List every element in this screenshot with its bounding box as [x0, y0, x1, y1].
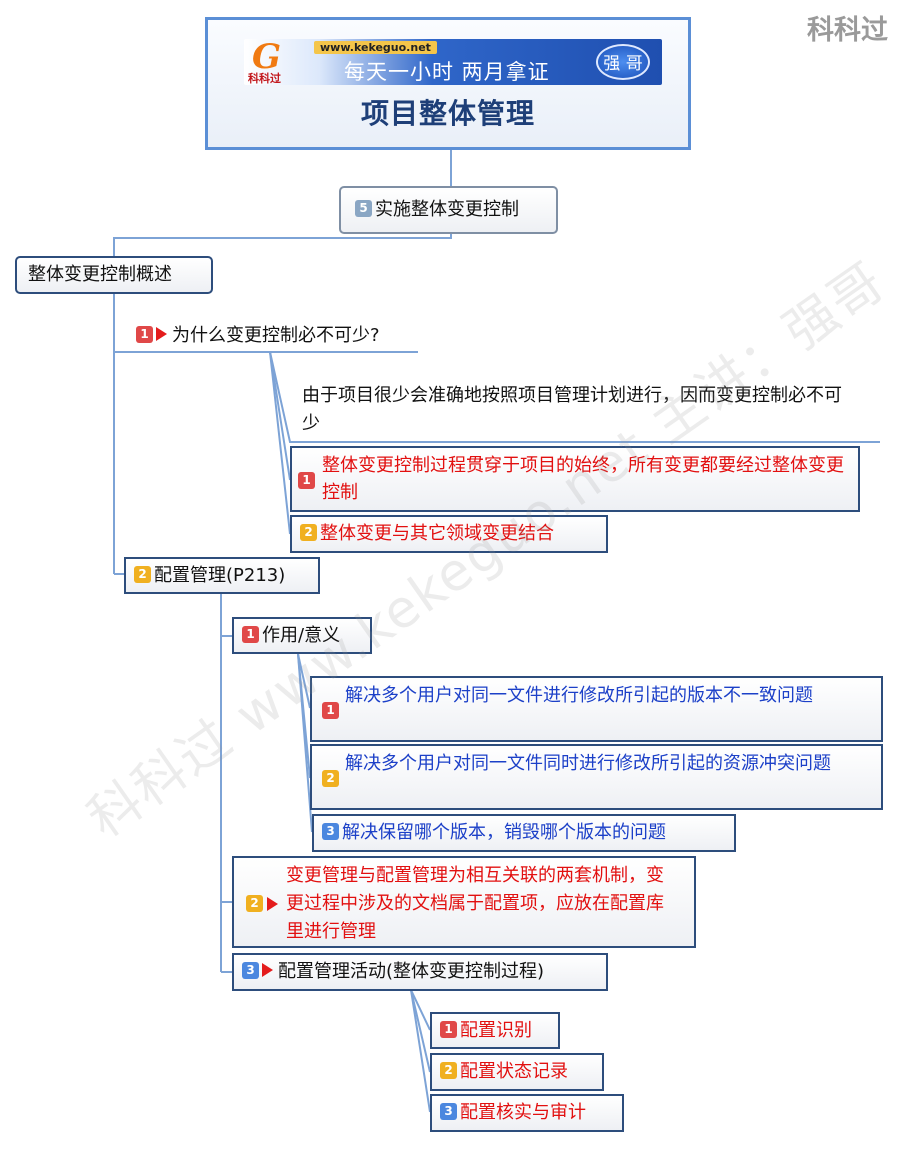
purpose-item-text: 解决保留哪个版本，销毁哪个版本的问题: [342, 822, 666, 843]
flag-icon: [262, 963, 273, 977]
why-point-text: 整体变更控制过程贯穿于项目的始终，所有变更都要经过整体变更控制: [322, 455, 844, 503]
connector: [410, 989, 431, 1073]
number-badge: 1: [136, 325, 153, 343]
number-badge: 2: [300, 523, 317, 541]
relation-text: 变更管理与配置管理为相互关联的两套机制，变更过程中涉及的文档属于配置项，应放在配…: [286, 865, 664, 942]
config-node-label: 配置管理(P213): [154, 565, 286, 586]
logo-mark-icon: G: [252, 39, 282, 77]
activities-node-label: 配置管理活动(整体变更控制过程): [278, 961, 545, 982]
corner-logo: 科科过: [807, 15, 888, 46]
number-badge: 1: [322, 702, 339, 719]
slogan: 每天一小时 两月拿证: [344, 60, 550, 84]
number-badge: 2: [134, 565, 151, 583]
overview-node[interactable]: 整体变更控制概述: [15, 256, 213, 294]
instructor-badge: 强 哥: [596, 44, 650, 80]
activity-item-text: 配置状态记录: [460, 1061, 568, 1082]
why-node-label: 为什么变更控制必不可少?: [172, 325, 380, 346]
header-banner: G 科科过 www.kekeguo.net 每天一小时 两月拿证 强 哥: [244, 39, 662, 85]
activities-node[interactable]: 3 配置管理活动(整体变更控制过程): [232, 953, 608, 991]
number-badge: 2: [246, 895, 263, 912]
root-node-label: 实施整体变更控制: [375, 199, 519, 220]
relation-node[interactable]: 2 变更管理与配置管理为相互关联的两套机制，变更过程中涉及的文档属于配置项，应放…: [232, 856, 696, 948]
number-badge: 1: [242, 625, 259, 643]
connector: [410, 989, 431, 1031]
number-badge: 1: [440, 1020, 457, 1038]
activity-item-text: 配置核实与审计: [460, 1102, 586, 1123]
site-url: www.kekeguo.net: [314, 41, 437, 54]
number-badge: 3: [242, 961, 259, 979]
purpose-item-2[interactable]: 2 解决多个用户对同一文件同时进行修改所引起的资源冲突问题: [310, 744, 883, 810]
why-node[interactable]: 1 为什么变更控制必不可少?: [136, 322, 380, 350]
why-point-1[interactable]: 1 整体变更控制过程贯穿于项目的始终，所有变更都要经过整体变更控制: [290, 446, 860, 512]
connector: [113, 234, 452, 256]
overview-node-label: 整体变更控制概述: [28, 264, 172, 285]
number-badge: 5: [355, 199, 372, 217]
why-explanation: 由于项目很少会准确地按照项目管理计划进行，因而变更控制必不可少: [302, 385, 842, 434]
connector: [269, 351, 291, 535]
header-panel: G 科科过 www.kekeguo.net 每天一小时 两月拿证 强 哥 项目整…: [205, 17, 691, 150]
number-badge: 2: [440, 1061, 457, 1079]
number-badge: 2: [322, 770, 339, 787]
flag-icon: [267, 897, 278, 911]
logo-text: 科科过: [248, 72, 281, 85]
connector: [297, 653, 313, 833]
purpose-item-1[interactable]: 1 解决多个用户对同一文件进行修改所引起的版本不一致问题: [310, 676, 883, 742]
connector: [410, 989, 431, 1113]
activity-item-text: 配置识别: [460, 1020, 532, 1041]
flag-icon: [156, 327, 167, 341]
number-badge: 1: [298, 472, 315, 489]
purpose-node-label: 作用/意义: [262, 625, 341, 646]
connector: [297, 653, 311, 709]
number-badge: 3: [440, 1102, 457, 1120]
purpose-item-text: 解决多个用户对同一文件进行修改所引起的版本不一致问题: [345, 685, 813, 706]
page-title: 项目整体管理: [360, 97, 535, 130]
purpose-item-text: 解决多个用户对同一文件同时进行修改所引起的资源冲突问题: [345, 753, 831, 774]
site-logo: G 科科过: [248, 39, 292, 85]
why-point-text: 整体变更与其它领域变更结合: [320, 523, 554, 544]
number-badge: 3: [322, 822, 339, 840]
